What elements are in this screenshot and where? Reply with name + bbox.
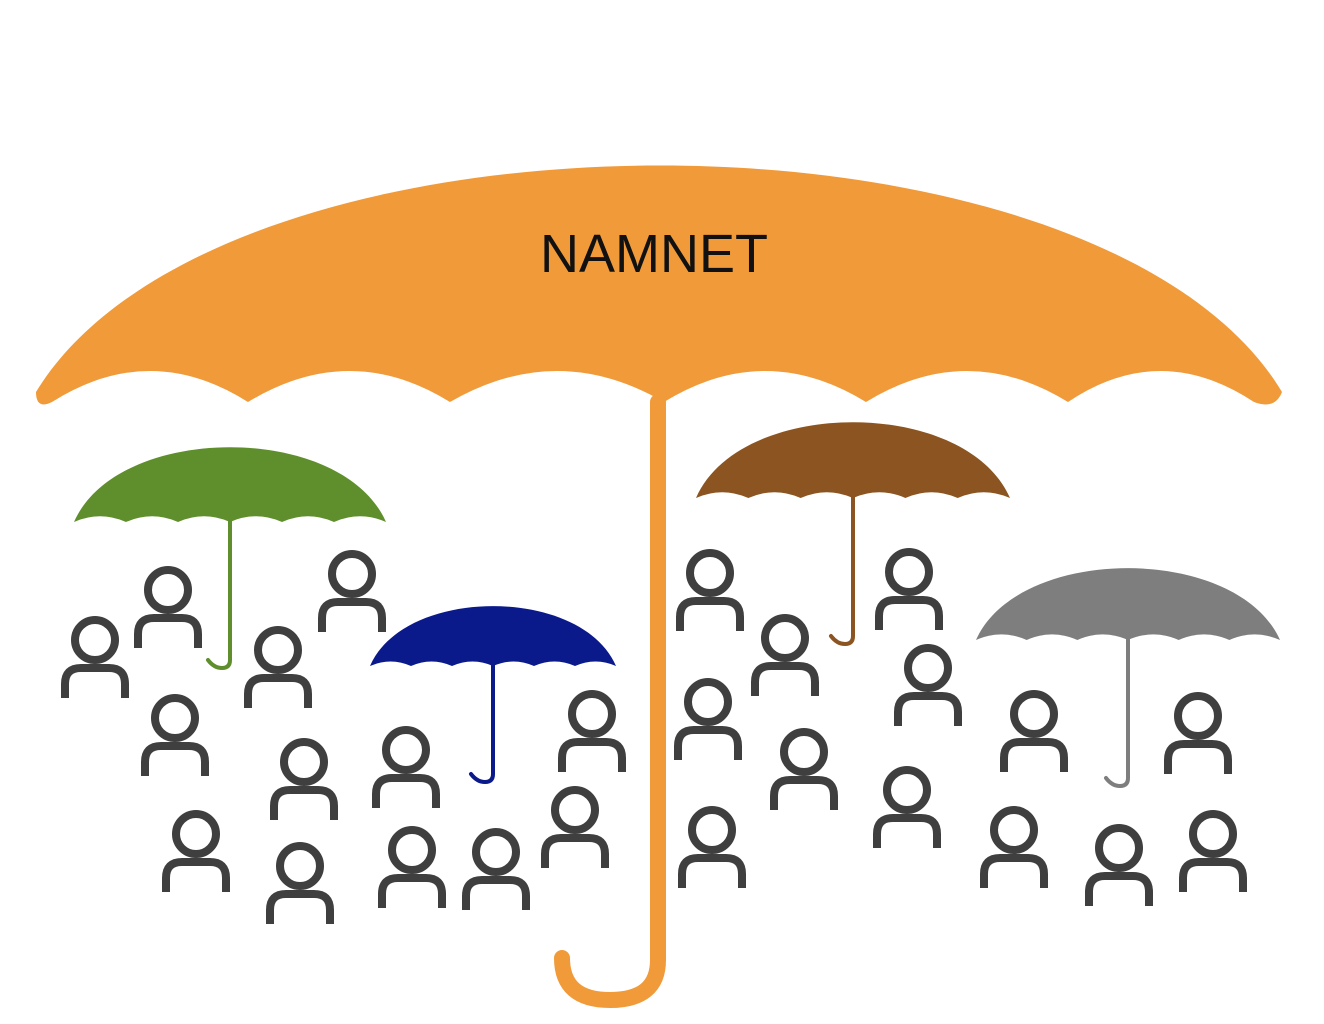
person-head bbox=[472, 828, 520, 876]
sub-umbrellas-group bbox=[74, 422, 1280, 789]
person-head bbox=[144, 566, 192, 614]
person-head bbox=[276, 842, 324, 890]
person-icon bbox=[270, 738, 338, 820]
person-icon bbox=[266, 842, 334, 924]
person-icon bbox=[1085, 824, 1153, 906]
person-body bbox=[372, 774, 440, 808]
person-icon bbox=[61, 616, 129, 698]
person-body bbox=[873, 814, 941, 848]
person-icon bbox=[1179, 810, 1247, 892]
person-body bbox=[134, 614, 202, 648]
person-body bbox=[674, 726, 742, 760]
person-icon bbox=[141, 694, 209, 776]
person-head bbox=[1010, 690, 1058, 738]
main-umbrella-shaft bbox=[554, 394, 666, 1009]
person-body bbox=[270, 786, 338, 820]
person-head bbox=[761, 614, 809, 662]
person-icon bbox=[980, 806, 1048, 888]
person-icon bbox=[1000, 690, 1068, 772]
person-head bbox=[328, 550, 376, 598]
person-icon bbox=[372, 726, 440, 808]
person-icon bbox=[751, 614, 819, 696]
person-body bbox=[980, 854, 1048, 888]
person-icon bbox=[1164, 692, 1232, 774]
blue-umbrella-handle bbox=[469, 660, 495, 785]
person-icon bbox=[558, 690, 626, 772]
person-body bbox=[875, 596, 943, 630]
brown-umbrella bbox=[696, 422, 1010, 647]
person-head bbox=[883, 766, 931, 814]
person-icon bbox=[770, 728, 838, 810]
person-body bbox=[1085, 872, 1153, 906]
blue-umbrella bbox=[370, 606, 616, 785]
person-body bbox=[558, 738, 626, 772]
person-head bbox=[151, 694, 199, 742]
person-head bbox=[1095, 824, 1143, 872]
person-icon bbox=[318, 550, 386, 632]
person-head bbox=[568, 690, 616, 738]
person-icon bbox=[541, 786, 609, 868]
brown-umbrella-canopy bbox=[696, 422, 1010, 498]
blue-umbrella-canopy bbox=[370, 606, 616, 666]
person-head bbox=[1189, 810, 1237, 858]
person-head bbox=[280, 738, 328, 786]
person-body bbox=[751, 662, 819, 696]
person-body bbox=[462, 876, 530, 910]
gray-umbrella-handle bbox=[1104, 634, 1130, 789]
person-head bbox=[71, 616, 119, 664]
person-head bbox=[382, 726, 430, 774]
person-body bbox=[541, 834, 609, 868]
person-head bbox=[551, 786, 599, 834]
green-umbrella-canopy bbox=[74, 447, 386, 522]
main-umbrella-canopy bbox=[36, 165, 1282, 405]
person-icon bbox=[244, 626, 312, 708]
person-icon bbox=[678, 806, 746, 888]
person-head bbox=[780, 728, 828, 776]
person-body bbox=[378, 874, 446, 908]
person-head bbox=[172, 810, 220, 858]
gray-umbrella-canopy bbox=[976, 568, 1280, 640]
person-head bbox=[686, 549, 734, 597]
person-head bbox=[990, 806, 1038, 854]
person-body bbox=[266, 890, 334, 924]
person-head bbox=[688, 806, 736, 854]
person-icon bbox=[134, 566, 202, 648]
green-umbrella bbox=[74, 447, 386, 671]
person-icon bbox=[875, 548, 943, 630]
main-umbrella-label: NAMNET bbox=[540, 224, 768, 284]
person-head bbox=[388, 826, 436, 874]
person-head bbox=[1174, 692, 1222, 740]
person-body bbox=[770, 776, 838, 810]
person-icon bbox=[378, 826, 446, 908]
person-icon bbox=[162, 810, 230, 892]
gray-umbrella bbox=[976, 568, 1280, 789]
person-body bbox=[1179, 858, 1247, 892]
person-body bbox=[141, 742, 209, 776]
person-icon bbox=[462, 828, 530, 910]
person-head bbox=[254, 626, 302, 674]
person-body bbox=[162, 858, 230, 892]
person-head bbox=[684, 678, 732, 726]
person-body bbox=[894, 692, 962, 726]
person-body bbox=[61, 664, 129, 698]
brown-umbrella-handle bbox=[829, 492, 855, 647]
person-body bbox=[1000, 738, 1068, 772]
person-icon bbox=[894, 644, 962, 726]
person-head bbox=[885, 548, 933, 596]
person-head bbox=[904, 644, 952, 692]
green-umbrella-handle bbox=[206, 516, 232, 671]
person-body bbox=[244, 674, 312, 708]
person-icon bbox=[873, 766, 941, 848]
person-body bbox=[676, 597, 744, 631]
person-icon bbox=[674, 678, 742, 760]
person-body bbox=[1164, 740, 1232, 774]
people-group bbox=[61, 548, 1247, 924]
person-icon bbox=[676, 549, 744, 631]
person-body bbox=[318, 598, 386, 632]
main-umbrella: NAMNET bbox=[36, 165, 1282, 1009]
person-body bbox=[678, 854, 746, 888]
